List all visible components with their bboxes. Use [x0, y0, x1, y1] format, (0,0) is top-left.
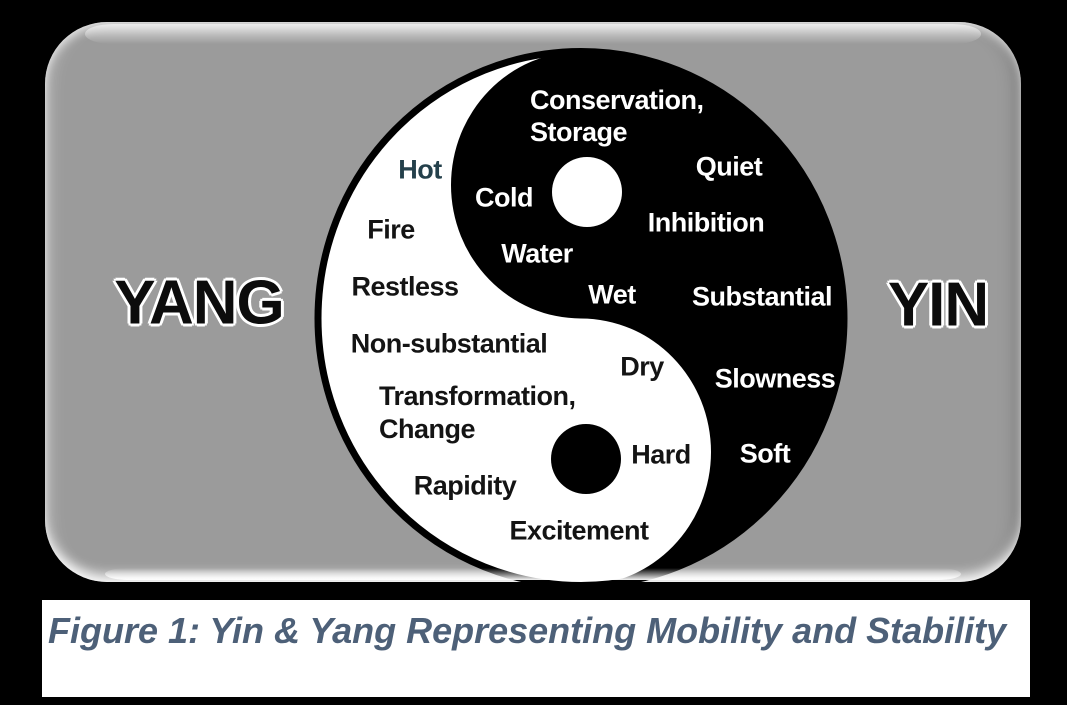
- label-restless: Restless: [351, 271, 459, 302]
- label-conservation-line2: Storage: [530, 117, 628, 147]
- caption-bar: Figure 1: Yin & Yang Representing Mobili…: [42, 600, 1030, 697]
- label-dry: Dry: [620, 351, 664, 382]
- label-rapidity: Rapidity: [413, 470, 517, 501]
- label-soft: Soft: [739, 438, 791, 469]
- label-excitement: Excitement: [509, 515, 649, 546]
- label-hard: Hard: [631, 439, 691, 470]
- label-conservation-storage: Conservation, Storage: [530, 84, 704, 148]
- label-wet: Wet: [588, 279, 636, 310]
- label-water: Water: [501, 238, 573, 269]
- yang-side-word: YANG: [114, 268, 284, 338]
- label-inhibition: Inhibition: [647, 207, 765, 238]
- label-fire: Fire: [367, 214, 415, 245]
- label-conservation-line1: Conservation,: [530, 85, 704, 115]
- label-quiet: Quiet: [695, 151, 763, 182]
- taiji-white-dot: [552, 157, 622, 227]
- label-transformation-line1: Transformation,: [379, 381, 576, 411]
- label-transformation-change: Transformation, Change: [379, 380, 576, 446]
- taiji-black-dot: [551, 424, 621, 494]
- gray-plaque: YANG YIN Hot Fire Restless Non-substanti…: [45, 22, 1021, 589]
- yin-yang-symbol: [314, 48, 848, 589]
- label-hot: Hot: [398, 154, 442, 185]
- taiji-black-half: [451, 51, 845, 586]
- label-non-substantial: Non-substantial: [350, 328, 548, 359]
- figure-caption: Figure 1: Yin & Yang Representing Mobili…: [48, 610, 1007, 651]
- label-transformation-line2: Change: [379, 414, 476, 444]
- label-substantial: Substantial: [691, 281, 833, 312]
- yin-side-word: YIN: [887, 270, 989, 340]
- label-slowness: Slowness: [714, 363, 836, 394]
- label-cold: Cold: [475, 182, 534, 213]
